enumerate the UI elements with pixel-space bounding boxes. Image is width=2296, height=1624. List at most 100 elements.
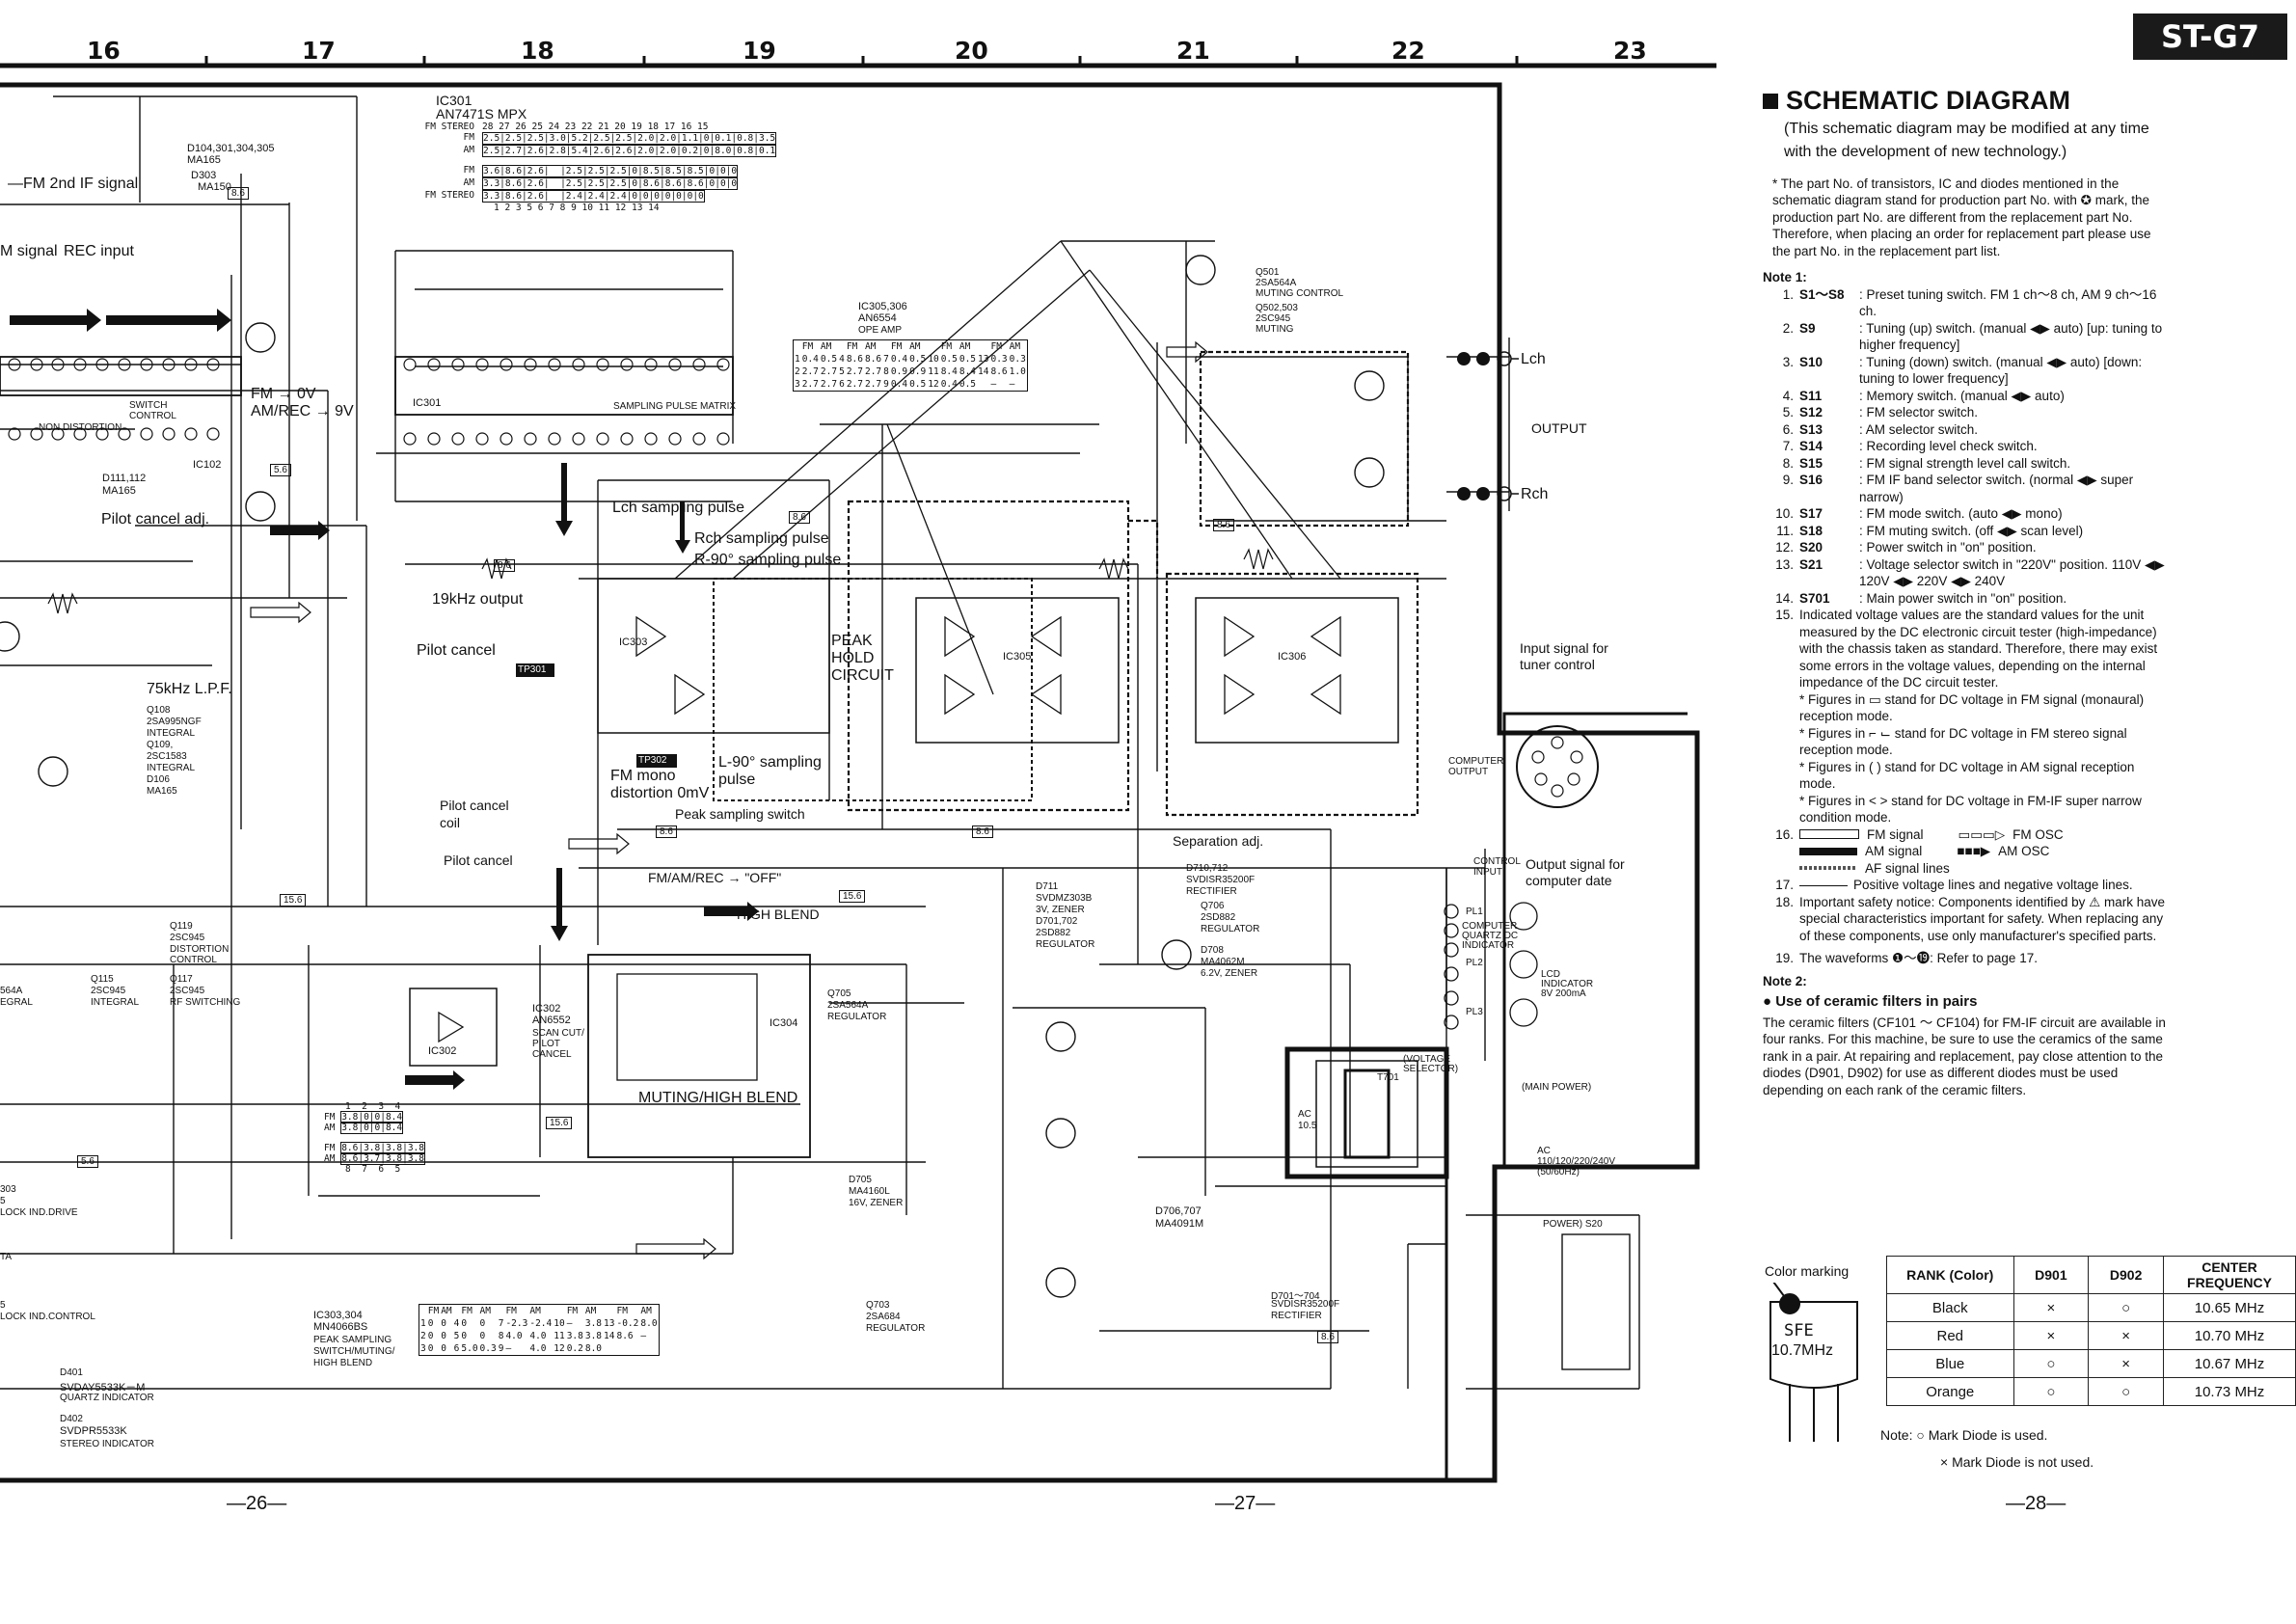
r303-label: 303	[0, 1184, 16, 1195]
ic303-304-function: PEAK SAMPLING SWITCH/MUTING/ HIGH BLEND	[313, 1335, 395, 1368]
d705-function: 16V, ZENER	[849, 1198, 904, 1208]
color-marking-label: Color marking	[1765, 1263, 1850, 1279]
rail-tag: 8.6	[228, 187, 249, 200]
q703-label: Q703	[866, 1300, 890, 1311]
table-row: Red××10.70 MHz	[1886, 1321, 2296, 1350]
q108-function: INTEGRAL	[147, 728, 196, 739]
note1-list: 1.S1～S8: Preset tuning switch. FM 1 ch～8…	[1763, 286, 2168, 967]
q108-part: 2SA995NGF	[147, 717, 202, 727]
q117-part: 2SC945	[170, 986, 205, 996]
d708-function: 6.2V, ZENER	[1201, 968, 1258, 979]
q705-label: Q705	[827, 988, 851, 999]
switch-control-label: SWITCH CONTROL	[129, 400, 176, 421]
ic303-304-part: MN4066BS	[313, 1321, 368, 1333]
note1-heading: Note 1:	[1763, 270, 1807, 284]
non-distortion-label: NON DISTORTION	[39, 422, 122, 433]
note-item-18: 18.Important safety notice: Components i…	[1775, 894, 2166, 943]
fm-osc-arrow-icon: ▭▭▭▷	[1958, 826, 2006, 842]
q705-part: 2SA564A	[827, 1000, 869, 1011]
star-note: * The part No. of transistors, IC and di…	[1772, 176, 2151, 258]
q703-part: 2SA684	[866, 1312, 901, 1322]
q502-part: 2SC945	[1256, 313, 1291, 324]
note-sub: * Figures in ▭ stand for DC voltage in F…	[1799, 691, 2145, 724]
rail-tag: 15.6	[839, 890, 866, 903]
q564-label: 564A	[0, 986, 23, 996]
ic303-label: IC303	[619, 636, 648, 648]
ic302-label-2: IC302	[532, 1003, 561, 1015]
pilot-cancel-label-2: Pilot cancel	[444, 853, 513, 868]
note-item: 5.S12: FM selector switch.	[1782, 405, 1979, 420]
ic305-label: IC305	[1003, 651, 1032, 663]
rank-header: RANK (Color)	[1886, 1256, 2014, 1294]
rank-header: CENTER FREQUENCY	[2163, 1256, 2296, 1294]
ma165-label: MA165	[187, 154, 221, 166]
ic301-body-label: IC301	[413, 397, 442, 409]
peak-sampling-sw-label: Peak sampling switch	[675, 806, 805, 822]
d708-label: D708	[1201, 945, 1224, 956]
ic301-label: IC301	[436, 93, 473, 108]
q115-label: Q115	[91, 974, 114, 985]
note-item-16: 16. FM signal▭▭▭▷FM OSC AM signal■■■▶AM …	[1775, 826, 2064, 876]
column-number: 22	[1391, 37, 1425, 65]
fm-am-rec-off-label: FM/AM/REC → "OFF"	[648, 870, 782, 885]
table-row: Blue○×10.67 MHz	[1886, 1349, 2296, 1378]
lock-drive-label: LOCK IND.DRIVE	[0, 1207, 78, 1218]
note-item: 10.S17: FM mode switch. (auto ◀▶ mono)	[1775, 506, 2063, 521]
ic301-part: AN7471S MPX	[436, 106, 527, 122]
q502-function: MUTING	[1256, 324, 1294, 335]
q108-label: Q108	[147, 705, 171, 716]
d401-function: QUARTZ INDICATOR	[60, 1393, 154, 1403]
s5-label-2: 5	[0, 1300, 6, 1311]
am-osc-arrow-icon: ■■■▶	[1957, 844, 1991, 858]
q564-function: EGRAL	[0, 997, 33, 1008]
q706-label: Q706	[1201, 901, 1225, 911]
column-number: 17	[302, 37, 336, 65]
note-item: 2.S9: Tuning (up) switch. (manual ◀▶ aut…	[1782, 320, 2163, 353]
ic302-label: IC302	[428, 1045, 457, 1057]
d701-704-label: D701～704	[1271, 1291, 1320, 1302]
table-row: Black×○10.65 MHz	[1886, 1293, 2296, 1322]
rail-tag: 8.6	[494, 559, 515, 572]
rail-tag: 15.6	[280, 894, 307, 907]
title-square-icon	[1763, 93, 1778, 109]
ic302-voltage-table: 1 2 3 4 FM 3.8|0|0|8.4 AM 3.8|0|0|8.4 FM…	[324, 1101, 425, 1175]
d701-function: REGULATOR	[1036, 939, 1095, 950]
am-rec-9v-label: AM/REC → 9V	[251, 403, 354, 420]
d303-label: D303	[191, 170, 217, 181]
rch-output-label: Rch	[1521, 486, 1549, 502]
ac-in-label: AC 110/120/220/240V (50/60Hz)	[1537, 1146, 1616, 1177]
note-item: 7.S14: Recording level check switch.	[1782, 439, 2038, 453]
note-item: 13.S21: Voltage selector switch in "220V…	[1775, 556, 2165, 589]
schematic-wiring	[0, 56, 1716, 1483]
control-input-label: CONTROL INPUT	[1473, 856, 1521, 878]
power-s20-label: POWER) S20	[1543, 1219, 1603, 1230]
note-item: 12.S20: Power switch in "on" position.	[1775, 540, 2037, 555]
peak-hold-label: PEAK HOLD CIRCUIT	[831, 633, 894, 684]
lch-output-label: Lch	[1521, 351, 1546, 367]
q706-function: REGULATOR	[1201, 924, 1260, 934]
d106-part: MA165	[147, 786, 177, 797]
column-number: 21	[1176, 37, 1210, 65]
d710-part: SVDISR35200F	[1186, 875, 1256, 885]
sampling-pulse-matrix-label: SAMPLING PULSE MATRIX	[613, 401, 737, 412]
q705-function: REGULATOR	[827, 1012, 887, 1022]
q115-function: INTEGRAL	[91, 997, 140, 1008]
d711-part: SVDMZ303B	[1036, 893, 1093, 904]
d111-label: D111,112	[102, 473, 147, 484]
ic305-306-label: IC305,306	[858, 301, 907, 312]
pilot-cancel-coil-label: Pilot cancel coil	[440, 798, 509, 830]
d402-label: D402	[60, 1414, 83, 1424]
ic303-304-label: IC303,304	[313, 1310, 363, 1321]
d710-label: D710,712	[1186, 863, 1229, 874]
ta-label: TA	[0, 1252, 13, 1262]
note-item: 9.S16: FM IF band selector switch. (norm…	[1782, 473, 2134, 504]
lcd-indicator-label: LCD INDICATOR 8V 200mA	[1541, 969, 1594, 999]
q502-label: Q502,503	[1256, 303, 1298, 313]
am-signal-arrow-icon	[1799, 847, 1857, 855]
muting-high-blend-label: MUTING/HIGH BLEND	[638, 1090, 798, 1106]
d706-label: D706,707	[1155, 1205, 1202, 1217]
model-badge: ST-G7	[2133, 14, 2287, 60]
d708-part: MA4062M	[1201, 957, 1245, 967]
note-item: 11.S18: FM muting switch. (off ◀▶ scan l…	[1776, 523, 2084, 538]
